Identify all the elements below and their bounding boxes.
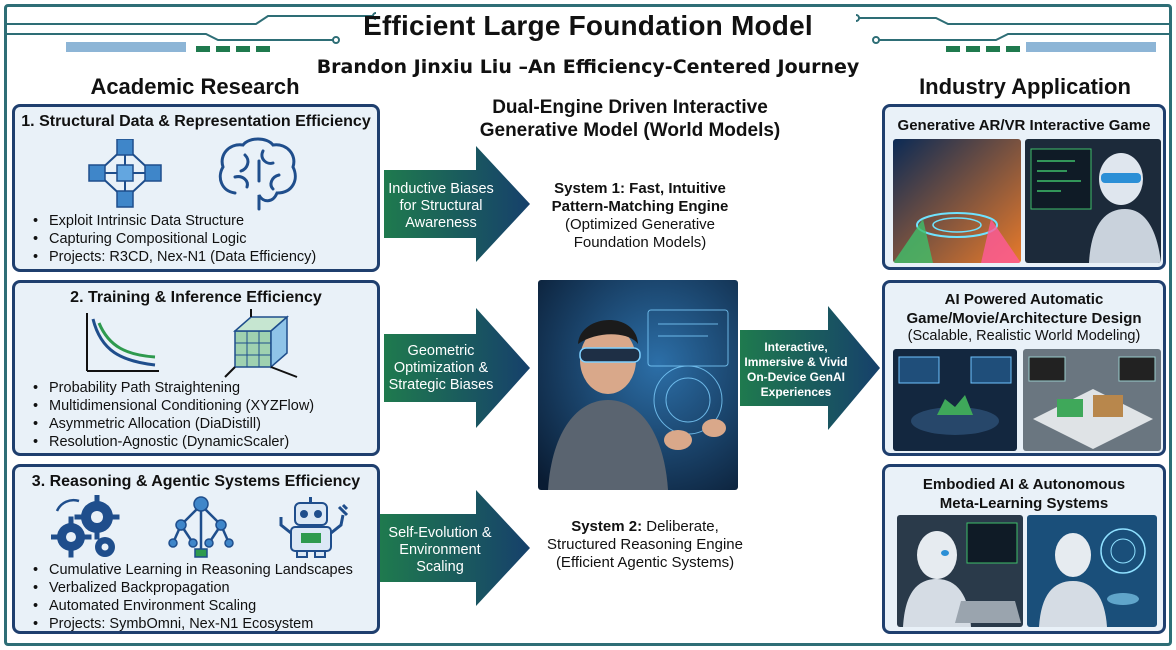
architecture-model-image [1023, 349, 1161, 451]
tree-network-icon [168, 496, 234, 558]
bullet-item: Asymmetric Allocation (DiaDistill) [31, 415, 314, 433]
system-2-line: (Efficient Agentic Systems) [555, 554, 735, 571]
system-1-title-line: System 1: Fast, Intuitive [554, 180, 726, 197]
arrow-1-label: Inductive Biases for Structural Awarenes… [386, 181, 496, 232]
bullet-item: Multidimensional Conditioning (XYZFlow) [31, 397, 314, 415]
bullet-item: Projects: R3CD, Nex-N1 (Data Efficiency) [31, 248, 316, 266]
page-subtitle: Brandon Jinxiu Liu –An Efficiency-Center… [316, 56, 860, 78]
bullet-item: Projects: SymbOmni, Nex-N1 Ecosystem [31, 615, 353, 633]
arrow-label-line: Strategic Biases [388, 377, 494, 393]
academic-research-heading: Academic Research [90, 74, 300, 99]
industry-box-embodied: Embodied AI & Autonomous Meta-Learning S… [882, 464, 1166, 634]
research-box-title: 2. Training & Inference Efficiency [70, 289, 322, 306]
research-box-title: 3. Reasoning & Agentic Systems Efficienc… [31, 473, 361, 490]
bullet-item: Verbalized Backpropagation [31, 579, 353, 597]
industry-box-design: AI Powered Automatic Game/Movie/Architec… [882, 280, 1166, 456]
industry-box-arvr: Generative AR/VR Interactive Game [882, 104, 1166, 270]
arrow-self-evolution [380, 490, 530, 606]
robot-laptop-image [897, 515, 1023, 627]
industry-application-heading: Industry Application [919, 74, 1131, 99]
bullet-item: Capturing Compositional Logic [31, 230, 316, 248]
cube-network-icon [88, 139, 162, 208]
arrow-3-label: Self-Evolution & Environment Scaling [382, 525, 498, 576]
page-frame [4, 4, 1172, 646]
arrow-label-line: Experiences [760, 385, 832, 399]
design-scene-image [893, 349, 1017, 451]
industry-box-title: Game/Movie/Architecture Design [906, 310, 1142, 327]
system-2-title: System 2: [571, 518, 643, 535]
arrow-label-line: Immersive & Vivid [744, 355, 848, 369]
system-2-title-rest: Deliberate, [642, 518, 719, 535]
industry-box-subtitle: (Scalable, Realistic World Modeling) [907, 328, 1141, 344]
bullet-item: Automated Environment Scaling [31, 597, 353, 615]
arrow-2-label: Geometric Optimization & Strategic Biase… [386, 343, 496, 394]
research-3-bullets: Cumulative Learning in Reasoning Landsca… [31, 561, 353, 633]
system-1-title-line: Pattern-Matching Engine [551, 198, 729, 215]
arrow-label-line: Geometric [407, 343, 475, 359]
page-title: Efficient Large Foundation Model [363, 10, 813, 41]
brain-icon [218, 137, 297, 211]
center-heading-line2: Generative Model (World Models) [479, 120, 781, 141]
arrow-label-line: Awareness [405, 215, 477, 231]
ar-user-illustration [538, 280, 738, 490]
system-1-desc-line: (Optimized Generative [564, 216, 716, 233]
arrow-4-label: Interactive, Immersive & Vivid On-Device… [744, 340, 848, 400]
arrow-label-line: Scaling [416, 559, 464, 575]
arrow-label-line: for Structural [399, 198, 483, 214]
robot-icon [279, 497, 349, 558]
bullet-item: Cumulative Learning in Reasoning Landsca… [31, 561, 353, 579]
center-heading-line1: Dual-Engine Driven Interactive [492, 97, 768, 118]
arrow-label-line: Self-Evolution & [388, 525, 492, 541]
system-2-line: Structured Reasoning Engine [547, 536, 743, 553]
circuit-decoration-right [856, 14, 1170, 52]
system-2-description: System 2: Deliberate, Structured Reasoni… [520, 518, 770, 572]
curve-chart-icon [86, 313, 159, 372]
bullet-item: Exploit Intrinsic Data Structure [31, 212, 316, 230]
research-box-training: 2. Training & Inference Efficiency Proba… [12, 280, 380, 456]
industry-box-title: AI Powered Automatic [944, 291, 1104, 308]
research-box-structural: 1. Structural Data & Representation Effi… [12, 104, 380, 272]
research-box-reasoning: 3. Reasoning & Agentic Systems Efficienc… [12, 464, 380, 634]
vr-game-image [893, 139, 1021, 263]
circuit-decoration-left [6, 12, 376, 52]
gears-icon [51, 495, 120, 558]
system-1-description: System 1: Fast, Intuitive Pattern-Matchi… [520, 180, 760, 252]
arrow-label-line: Interactive, [764, 340, 828, 354]
industry-box-title: Meta-Learning Systems [939, 495, 1109, 512]
arrow-label-line: Optimization & [393, 360, 489, 376]
system-1-desc-line: Foundation Models) [573, 234, 707, 251]
bullet-item: Probability Path Straightening [31, 379, 314, 397]
arrow-label-line: Inductive Biases [388, 181, 494, 197]
arrow-interactive-experiences [740, 306, 880, 430]
center-heading: Dual-Engine Driven Interactive Generativ… [420, 96, 840, 142]
arrow-inductive-biases [384, 146, 530, 262]
industry-box-title: Embodied AI & Autonomous [922, 476, 1126, 493]
bullet-item: Resolution-Agnostic (DynamicScaler) [31, 433, 314, 451]
research-2-bullets: Probability Path Straightening Multidime… [31, 379, 314, 451]
arrow-label-line: Environment [399, 542, 481, 558]
grid-cube-icon [224, 309, 298, 378]
arrow-label-line: On-Device GenAI [746, 370, 846, 384]
robot-hologram-image [1027, 515, 1157, 627]
industry-box-title: Generative AR/VR Interactive Game [897, 117, 1151, 134]
research-box-title: 1. Structural Data & Representation Effi… [21, 113, 371, 130]
arrow-geometric-optimization [384, 308, 530, 428]
research-1-bullets: Exploit Intrinsic Data Structure Capturi… [31, 212, 316, 266]
vr-robot-image [1025, 139, 1161, 263]
